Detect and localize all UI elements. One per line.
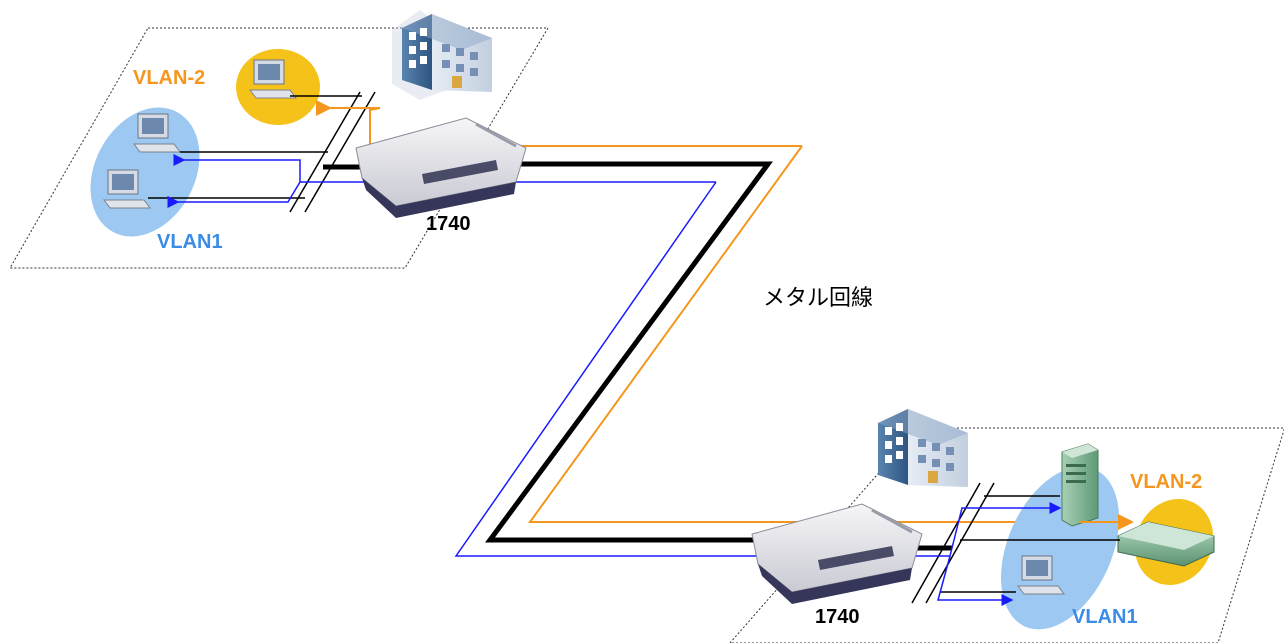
top-vlan2-label: VLAN-2 xyxy=(133,67,206,89)
pc-icon xyxy=(249,59,297,99)
top-vlan1-label: VLAN1 xyxy=(157,231,223,253)
switch-icon xyxy=(1117,521,1215,567)
line-type-caption: メタル回線 xyxy=(763,286,874,311)
router-icon xyxy=(355,117,527,218)
bottom-vlan1-path-b xyxy=(937,555,1014,606)
pc-icon xyxy=(1017,555,1065,595)
building-icon xyxy=(392,10,492,100)
bottom-hub-lines xyxy=(911,482,1120,604)
pc-icon xyxy=(103,169,151,209)
wan-vlan1-line xyxy=(454,181,760,557)
bottom-vlan2-label: VLAN-2 xyxy=(1130,471,1203,493)
router-icon xyxy=(751,503,923,604)
server-icon xyxy=(1061,443,1099,527)
wan-vlan2-line xyxy=(528,145,1130,523)
bottom-router-model-label: 1740 xyxy=(815,606,860,628)
top-router-model-label: 1740 xyxy=(426,213,471,235)
building-icon xyxy=(878,409,968,487)
top-vlan1-path-b xyxy=(167,181,301,208)
bottom-vlan1-label: VLAN1 xyxy=(1072,606,1138,628)
wan-trunk-line xyxy=(485,161,773,543)
